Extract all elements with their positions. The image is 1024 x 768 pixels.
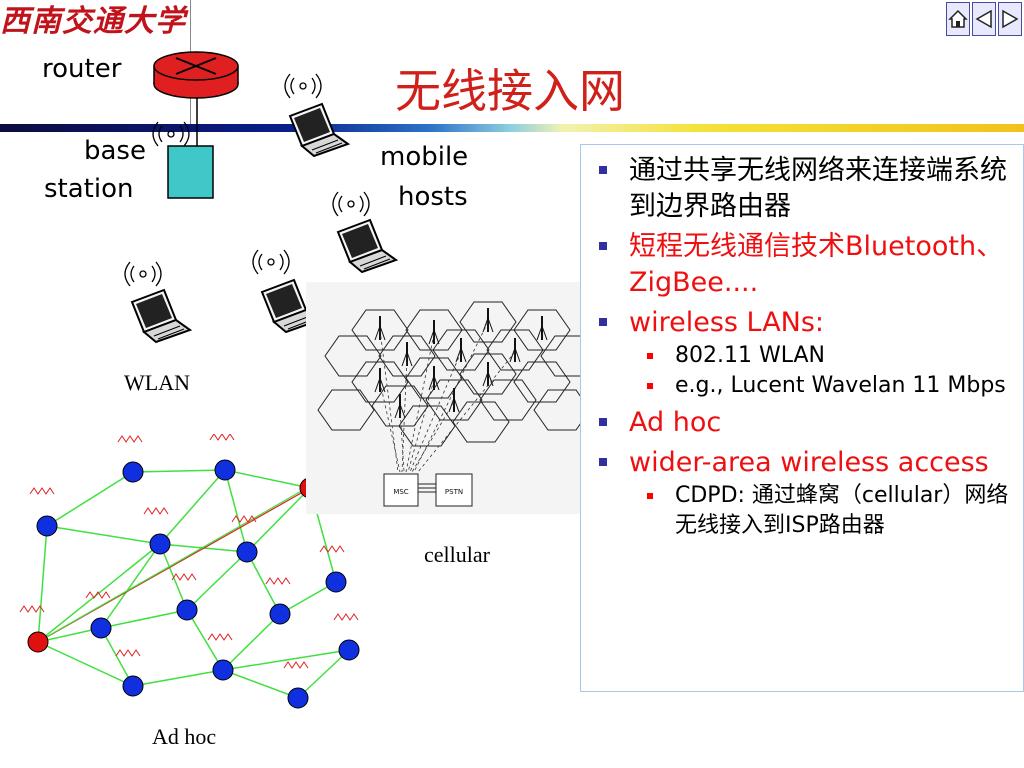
- router-label: router: [42, 54, 122, 84]
- base-station-label-1: base: [84, 136, 146, 166]
- forward-button[interactable]: [998, 2, 1022, 36]
- bullet-panel: 通过共享无线网络来连接端系统到边界路由器 短程无线通信技术Bluetooth、Z…: [580, 144, 1024, 692]
- header-rule: [0, 124, 1024, 132]
- mobile-hosts-label-1: mobile: [380, 142, 469, 172]
- sub-bullet-item: CDPD: 通过蜂窝（cellular）网络无线接入到ISP路由器: [581, 481, 1023, 541]
- bullet-marker: [599, 318, 607, 326]
- cellular-diagram: MSC PSTN: [306, 282, 602, 514]
- sub-bullet-marker: [647, 383, 653, 389]
- bullet-marker: [599, 166, 607, 174]
- bullet-marker: [599, 458, 607, 466]
- router-icon: [153, 51, 239, 99]
- home-icon: [948, 9, 968, 28]
- bullet-item: Ad hoc: [581, 405, 1023, 441]
- triangle-left-icon: [975, 9, 992, 29]
- sub-bullet-marker: [647, 493, 653, 499]
- ad-hoc-label: Ad hoc: [152, 724, 217, 749]
- sub-bullet-item: e.g., Lucent Wavelan 11 Mbps: [581, 371, 1023, 401]
- bullet-text: wider-area wireless access: [629, 447, 989, 478]
- base-station-icon: [152, 121, 214, 199]
- sub-bullet-text: 802.11 WLAN: [675, 343, 825, 368]
- bullet-text: 短程无线通信技术Bluetooth、ZigBee....: [629, 231, 1004, 298]
- bullet-item: wireless LANs:: [581, 305, 1023, 341]
- bullet-marker: [599, 418, 607, 426]
- home-button[interactable]: [946, 2, 970, 36]
- slide-title: 无线接入网: [395, 64, 625, 118]
- bullet-item: 通过共享无线网络来连接端系统到边界路由器: [581, 153, 1023, 225]
- sub-bullet-text: CDPD: 通过蜂窝（cellular）网络无线接入到ISP路由器: [675, 483, 1009, 538]
- msc-label: MSC: [393, 488, 408, 496]
- back-button[interactable]: [972, 2, 996, 36]
- wlan-label: WLAN: [124, 370, 190, 395]
- bullet-text: Ad hoc: [629, 407, 722, 438]
- sub-bullet-text: e.g., Lucent Wavelan 11 Mbps: [675, 373, 1006, 398]
- bullet-list: 通过共享无线网络来连接端系统到边界路由器 短程无线通信技术Bluetooth、Z…: [581, 145, 1023, 541]
- bullet-marker: [599, 242, 607, 250]
- mobile-hosts-label-2: hosts: [398, 182, 468, 212]
- bullet-text: 通过共享无线网络来连接端系统到边界路由器: [629, 155, 1007, 222]
- triangle-right-icon: [1002, 9, 1019, 29]
- wlan-diagram: [124, 51, 397, 343]
- ad-hoc-diagram: [0, 433, 360, 720]
- bullet-item: wider-area wireless access: [581, 445, 1023, 481]
- pstn-label: PSTN: [445, 488, 463, 496]
- bullet-item: 短程无线通信技术Bluetooth、ZigBee....: [581, 229, 1023, 301]
- cellular-label: cellular: [424, 542, 490, 567]
- sub-bullet-item: 802.11 WLAN: [581, 341, 1023, 371]
- base-station-label-2: station: [44, 174, 134, 204]
- bullet-text: wireless LANs:: [629, 307, 825, 338]
- sub-bullet-marker: [647, 353, 653, 359]
- university-logo: 西南交通大学: [0, 4, 186, 39]
